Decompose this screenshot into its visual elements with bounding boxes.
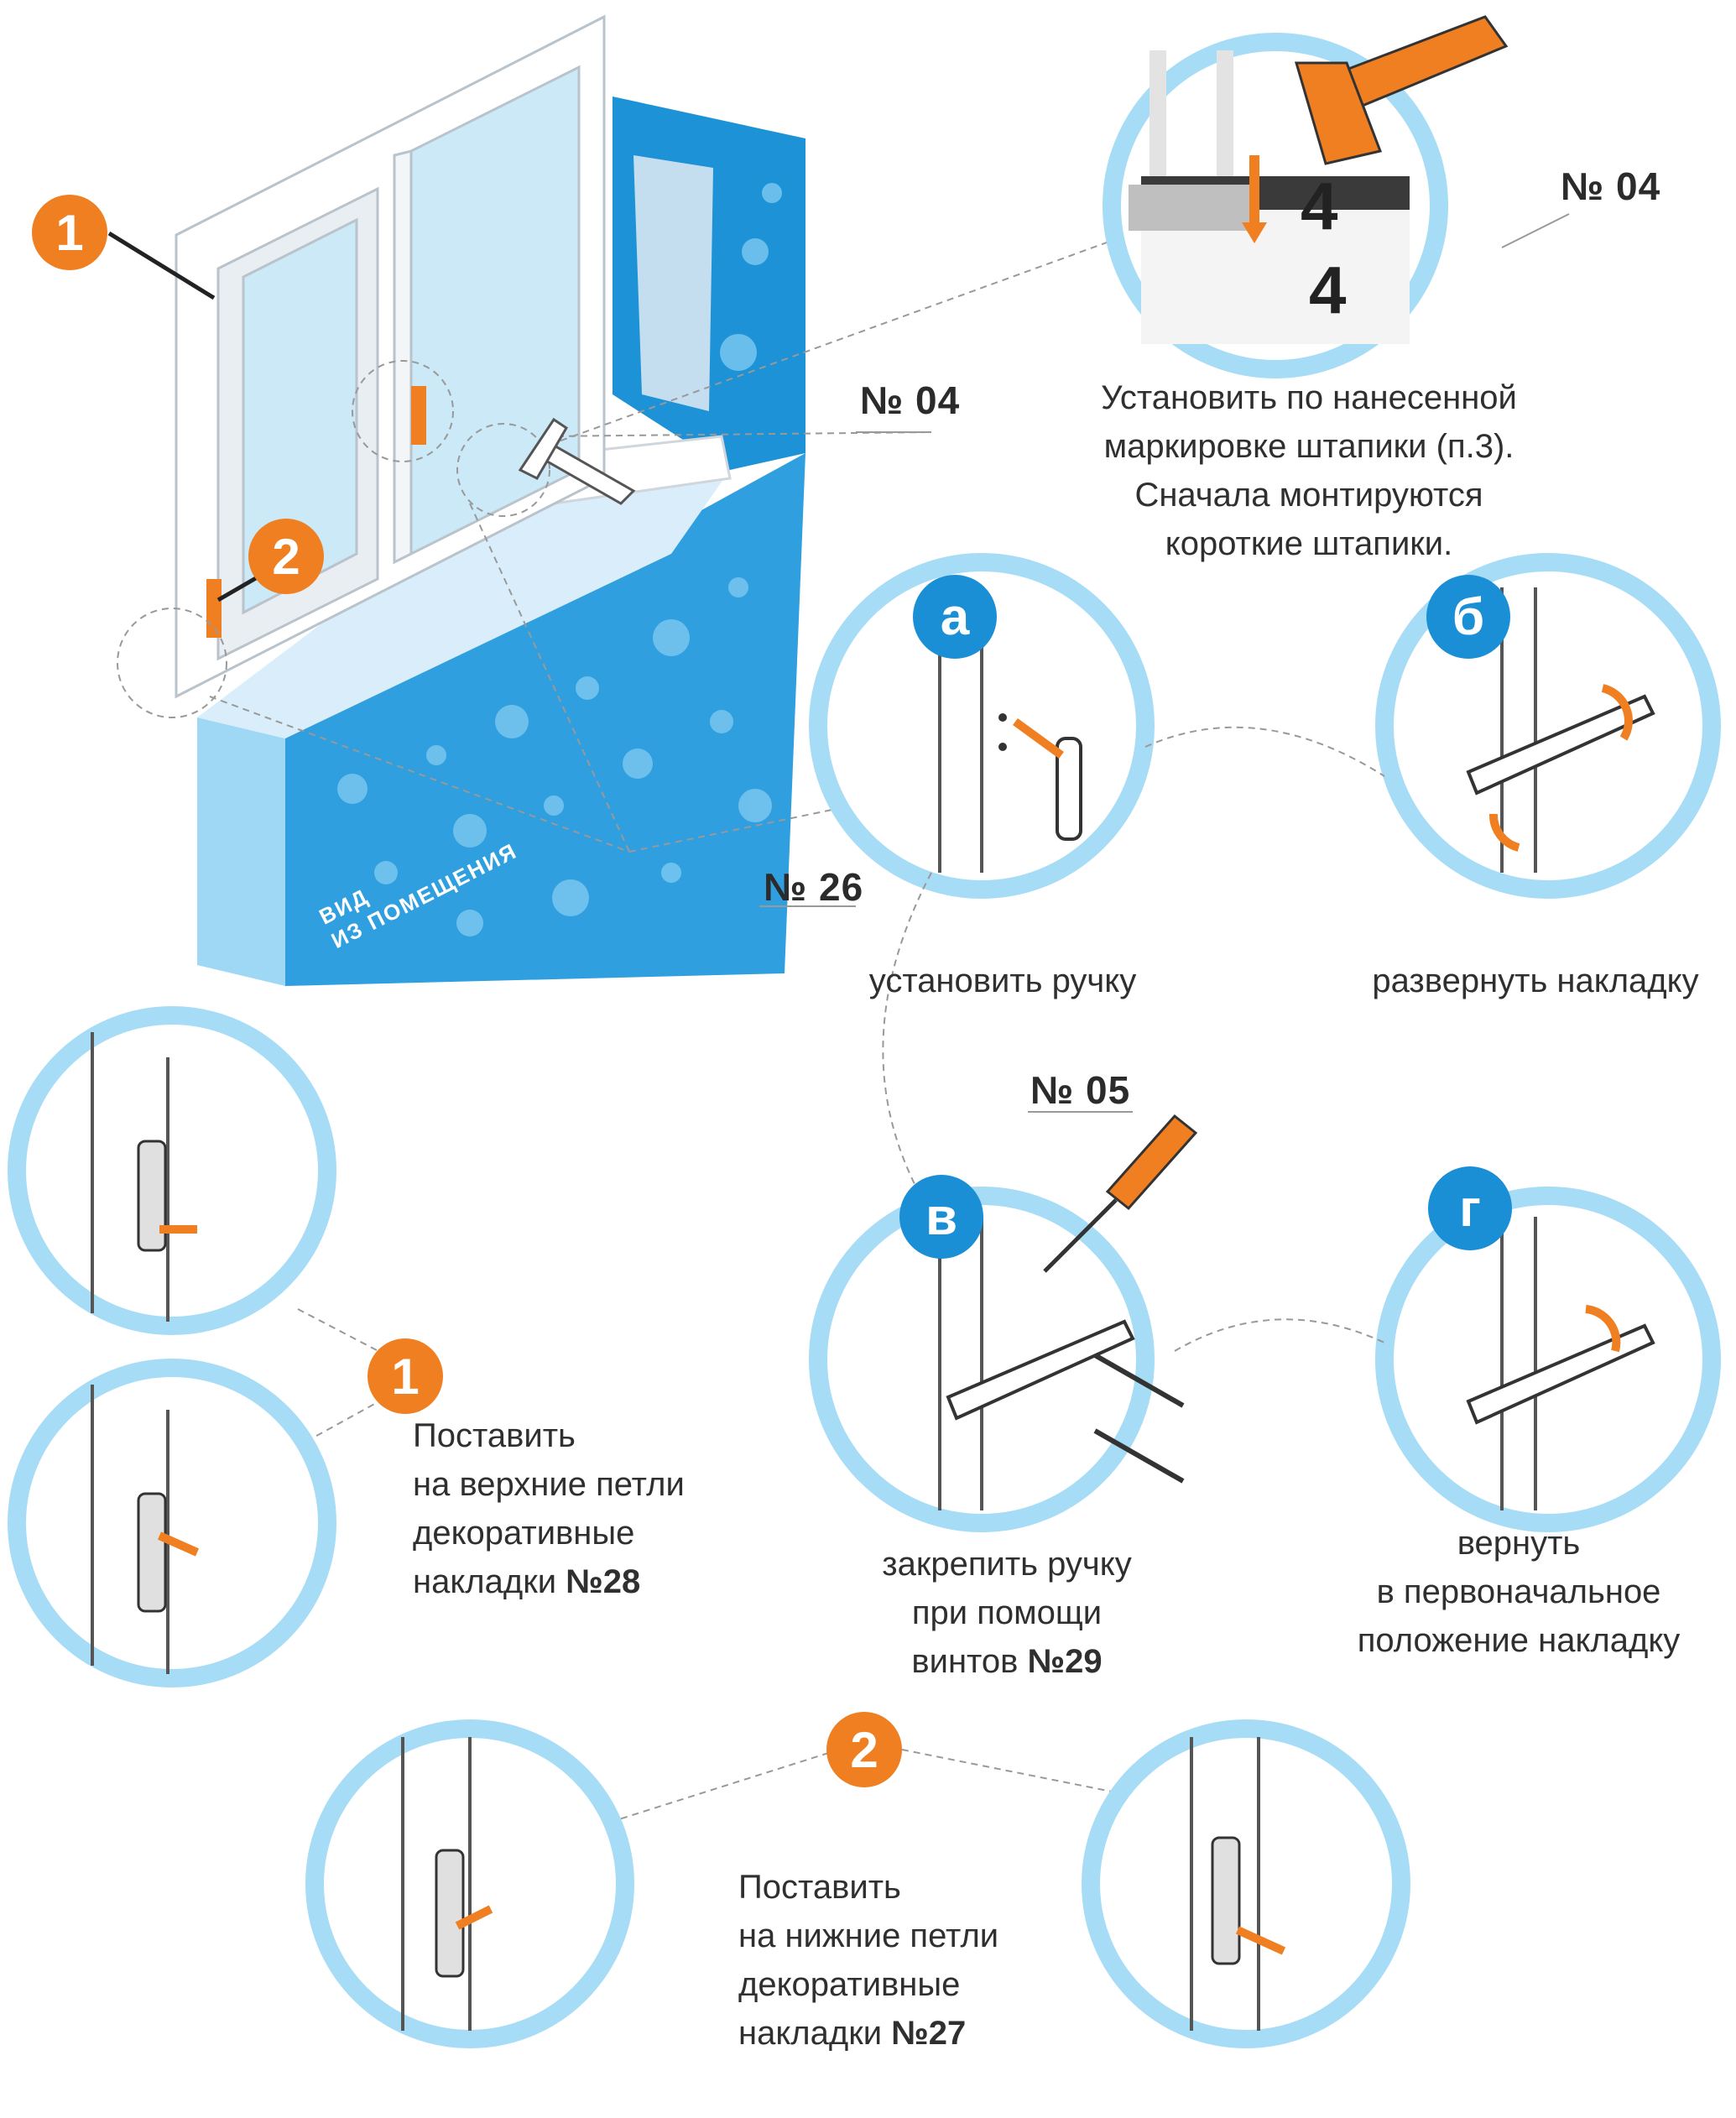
step-connectors — [297, 726, 1385, 1830]
step-b-caption: развернуть накладку — [1372, 962, 1699, 999]
window — [175, 14, 606, 699]
hinges-top-line-1: Поставить — [413, 1417, 576, 1454]
top-caption: Установить по нанесенной маркировке штап… — [1049, 373, 1569, 568]
tag-05: № 05 — [1030, 1068, 1131, 1112]
step-v-line-3-text: винтов — [911, 1643, 1028, 1680]
hinges-top-line-4: накладки №28 — [413, 1557, 765, 1606]
tag-04-main: № 04 — [860, 378, 961, 422]
top-caption-line-3: Сначала монтируются — [1134, 477, 1483, 514]
hinges-bottom-line-4: накладки №27 — [738, 2009, 1091, 2058]
badge-step-b: б — [1426, 575, 1510, 659]
step-a-caption: установить ручку — [868, 962, 1137, 999]
bead-circle — [1103, 15, 1509, 378]
badge-2-main: 2 — [248, 519, 324, 594]
badge-1-hinges: 1 — [368, 1338, 443, 1414]
tag-26: № 26 — [764, 865, 864, 909]
bead-mark-top: 4 — [1301, 169, 1338, 243]
hinges-top-number: №28 — [566, 1563, 641, 1600]
step-v-line-1: закрепить ручку — [882, 1546, 1132, 1583]
hinge-top-circle-2 — [8, 1359, 336, 1688]
hinge-bottom-circle-2 — [1082, 1719, 1410, 2048]
bead-tool — [518, 417, 636, 505]
badge-step-a: а — [913, 575, 997, 659]
hinge-bottom-circle-1 — [305, 1719, 634, 2048]
hinges-bottom-line-2: на нижние петли — [738, 1917, 999, 1954]
window-handle-orange — [411, 386, 426, 445]
step-g-line-2: в первоначальное — [1376, 1573, 1661, 1610]
hinges-bottom-number: №27 — [891, 2015, 967, 2052]
step-v-line-3: винтов №29 — [839, 1637, 1175, 1686]
step-g-line-1: вернуть — [1457, 1525, 1581, 1562]
step-v-screw-number: №29 — [1027, 1643, 1103, 1680]
badge-step-v: в — [899, 1175, 983, 1259]
badge-2-hinges: 2 — [826, 1712, 902, 1787]
hinges-bottom-line-3: декоративные — [738, 1966, 961, 2003]
step-v-circle — [809, 1187, 1185, 1532]
step-v-caption: закрепить ручку при помощи винтов №29 — [839, 1540, 1175, 1686]
hinges-top-caption: Поставить на верхние петли декоративные … — [413, 1411, 765, 1606]
bead-mark-bottom: 4 — [1309, 253, 1347, 327]
step-g-circle — [1375, 1187, 1721, 1532]
window-handle-lower — [206, 579, 222, 638]
tag-04-right: № 04 — [1561, 164, 1661, 208]
top-caption-line-4: короткие штапики. — [1165, 525, 1453, 562]
step-g-line-3: положение накладку — [1357, 1622, 1681, 1659]
step-v-line-2: при помощи — [911, 1594, 1103, 1631]
hinges-top-line-4-text: накладки — [413, 1563, 566, 1600]
hinges-bottom-line-4-text: накладки — [738, 2015, 892, 2052]
hinges-top-line-3: декоративные — [413, 1515, 635, 1552]
hinges-bottom-caption: Поставить на нижние петли декоративные н… — [738, 1863, 1091, 2058]
step-g-caption: вернуть в первоначальное положение накла… — [1317, 1519, 1720, 1665]
step-a-circle — [809, 553, 1155, 899]
hinge-top-circle-1 — [8, 1006, 336, 1335]
hinges-top-line-2: на верхние петли — [413, 1466, 685, 1503]
top-caption-line-1: Установить по нанесенной — [1101, 379, 1517, 416]
wall — [197, 97, 805, 986]
badge-1-main: 1 — [32, 195, 107, 270]
hinges-bottom-line-1: Поставить — [738, 1869, 901, 1906]
screwdriver-05 — [1043, 1114, 1198, 1273]
badge-step-g: г — [1428, 1166, 1512, 1250]
top-caption-line-2: маркировке штапики (п.3). — [1103, 428, 1514, 465]
tag-underlines — [759, 431, 1133, 1113]
